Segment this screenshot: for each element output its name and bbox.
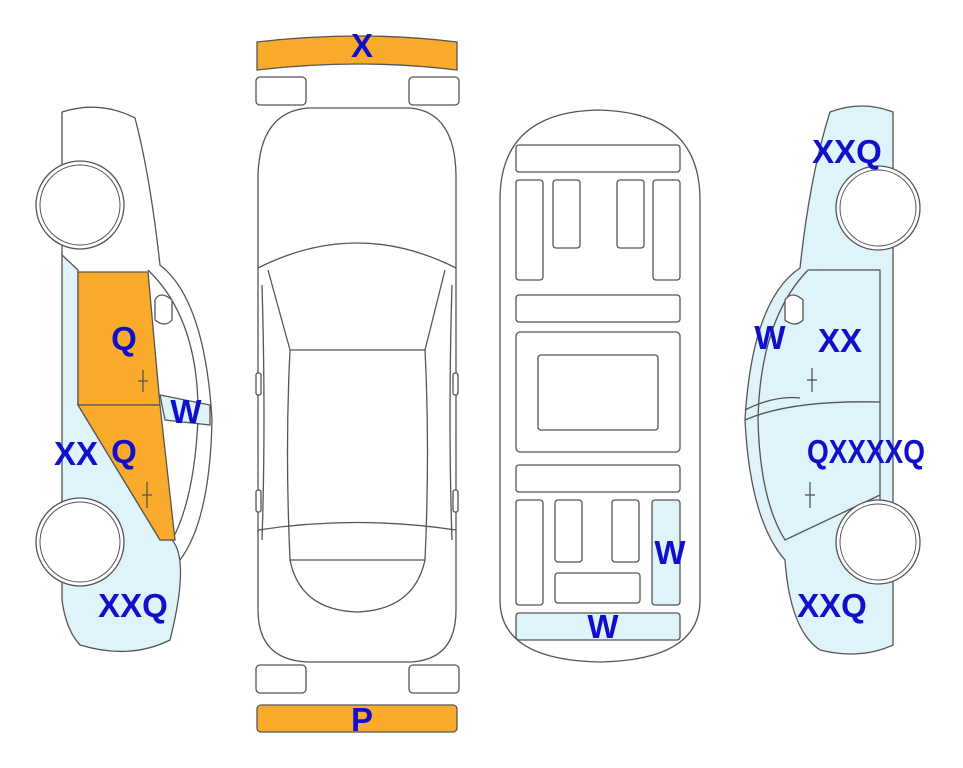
left-rear-door-panel[interactable] xyxy=(76,404,176,541)
right-front-fender-code: XXQ xyxy=(812,133,882,170)
top-view-body xyxy=(255,107,459,663)
left-door-rear-code: Q xyxy=(111,433,137,470)
front-bumper-panel[interactable] xyxy=(256,35,458,71)
rear-bumper-code: P xyxy=(351,701,373,738)
interior-right-code: W xyxy=(654,534,686,571)
left-mirror xyxy=(154,294,173,325)
interior-view xyxy=(499,109,701,663)
left-side-view xyxy=(35,106,213,653)
rear-bumper-panel[interactable] xyxy=(256,704,458,733)
interior-rear-code: W xyxy=(587,608,619,645)
left-door-front-code: Q xyxy=(111,320,137,357)
right-side-view xyxy=(744,105,921,655)
right-mirror xyxy=(784,294,804,325)
right-rear-quarter-code: XXQ xyxy=(797,587,867,624)
left-front-wheel xyxy=(35,160,125,250)
right-door-upper-code: XX xyxy=(818,322,862,359)
left-rear-wheel xyxy=(35,497,125,587)
right-door-lower-code: QXXXXQ xyxy=(807,433,925,470)
rear-left-light xyxy=(255,664,307,694)
right-mirror-code: W xyxy=(754,319,786,356)
left-mirror-code: W xyxy=(170,393,202,430)
rear-right-light xyxy=(408,664,460,694)
left-rocker-code: XX xyxy=(54,435,98,472)
front-bumper-code: X xyxy=(351,27,373,64)
right-front-wheel xyxy=(835,165,921,251)
left-rear-quarter-code: XXQ xyxy=(98,587,168,624)
front-right-light xyxy=(408,76,460,106)
front-left-light xyxy=(255,76,307,106)
interior-rear-panel[interactable] xyxy=(515,612,681,641)
interior-right-rear-panel[interactable] xyxy=(651,499,681,606)
right-rear-wheel xyxy=(835,499,921,585)
